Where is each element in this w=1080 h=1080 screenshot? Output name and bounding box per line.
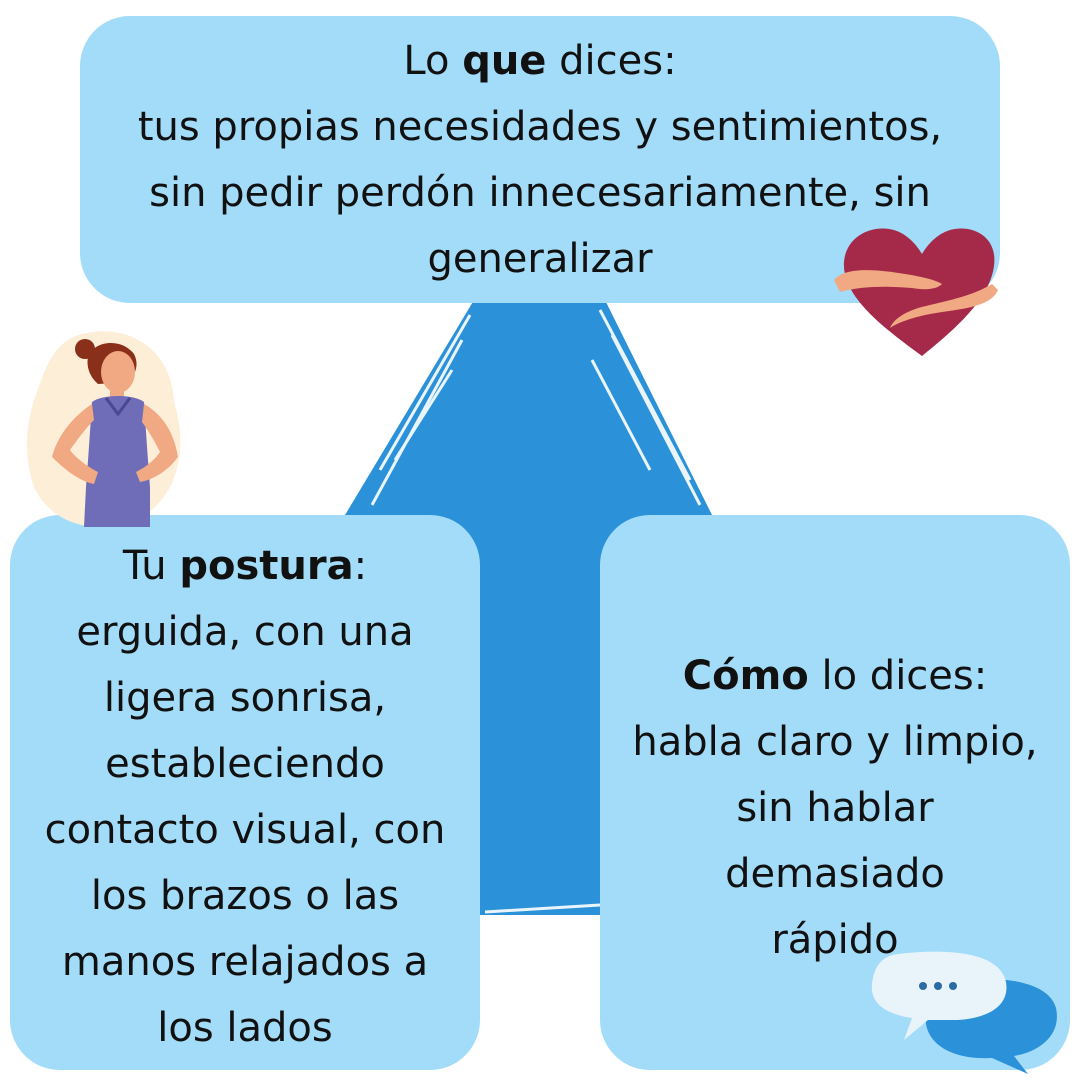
heading-keyword: postura xyxy=(179,542,354,589)
face xyxy=(101,351,135,393)
posture-line: los brazos o las xyxy=(90,872,400,919)
how-you-say-line: demasiado xyxy=(725,850,945,897)
what-you-say-line: sin pedir perdón innecesariamente, sin xyxy=(149,169,931,216)
triangle-brush-edges xyxy=(370,309,702,922)
posture-box: Tu postura: erguida, con una ligera sonr… xyxy=(10,515,480,1070)
heart-shape xyxy=(843,228,995,356)
how-you-say-line: sin hablar xyxy=(736,784,934,831)
right-arm xyxy=(136,404,178,482)
heart-hug-icon xyxy=(834,228,998,356)
posture-line: erguida, con una xyxy=(76,608,414,655)
how-you-say-heading: Cómo lo dices: xyxy=(683,643,987,709)
shirt xyxy=(84,396,150,527)
posture-line: contacto visual, con xyxy=(44,806,446,853)
white-speech-bubble xyxy=(871,951,1007,1040)
heading-prefix: Lo xyxy=(403,37,463,84)
posture-line: manos relajados a xyxy=(61,938,429,985)
hug-arm-left xyxy=(834,270,942,292)
heading-suffix: dices: xyxy=(546,37,677,84)
heading-suffix: lo dices: xyxy=(808,652,988,699)
heading-suffix: : xyxy=(353,542,368,589)
ellipsis-icon xyxy=(919,982,957,990)
posture-line: los lados xyxy=(157,1004,333,1051)
confident-woman-illustration xyxy=(26,331,181,527)
posture-heading: Tu postura: xyxy=(123,533,367,599)
how-you-say-line: rápido xyxy=(771,916,899,963)
how-you-say-line: habla claro y limpio, xyxy=(632,718,1038,765)
heading-keyword: Cómo xyxy=(682,652,809,699)
heading-keyword: que xyxy=(462,37,547,84)
left-arm xyxy=(52,404,98,484)
what-you-say-line: tus propias necesidades y sentimientos, xyxy=(137,103,943,150)
posture-line: ligera sonrisa, xyxy=(103,674,387,721)
hug-arm-right xyxy=(890,284,998,328)
chat-bubbles-icon xyxy=(871,951,1057,1074)
posture-line: estableciendo xyxy=(105,740,385,787)
what-you-say-heading: Lo que dices: xyxy=(403,28,676,94)
what-you-say-line: generalizar xyxy=(427,235,653,282)
shirt-collar xyxy=(104,397,132,417)
heading-prefix: Tu xyxy=(122,542,180,589)
